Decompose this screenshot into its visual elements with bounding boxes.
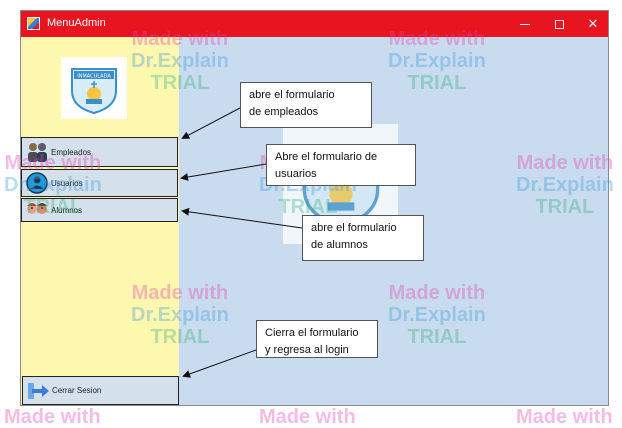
watermark: Made with xyxy=(4,406,101,428)
school-crest-icon: INMACULADA xyxy=(71,68,117,115)
logo-text: INMACULADA xyxy=(77,74,111,80)
maximize-button[interactable] xyxy=(542,11,576,37)
empleados-button[interactable]: Empleados xyxy=(21,137,178,167)
window-title: MenuAdmin xyxy=(47,17,106,29)
close-button[interactable]: ✕ xyxy=(576,11,608,37)
logout-arrow-icon xyxy=(26,380,50,402)
cerrar-sesion-label: Cerrar Sesion xyxy=(52,386,102,395)
minimize-button[interactable] xyxy=(508,11,542,37)
minimize-icon xyxy=(520,23,530,25)
empleados-label: Empleados xyxy=(51,147,92,157)
employees-icon xyxy=(25,141,49,163)
usuarios-button[interactable]: Usuarios xyxy=(21,169,178,197)
close-icon: ✕ xyxy=(587,16,599,31)
title-bar[interactable]: MenuAdmin ✕ xyxy=(21,11,608,37)
user-icon xyxy=(25,172,49,194)
alumnos-label: Alumnos xyxy=(51,205,83,215)
cerrar-sesion-button[interactable]: Cerrar Sesion xyxy=(22,376,179,405)
app-icon xyxy=(27,17,40,30)
sidebar: INMACULADA Empleados xyxy=(21,37,179,405)
watermark: Made with xyxy=(516,406,613,428)
students-icon xyxy=(25,199,49,221)
maximize-icon xyxy=(554,19,564,29)
usuarios-label: Usuarios xyxy=(51,178,83,188)
watermark: Made with xyxy=(259,406,356,428)
alumnos-button[interactable]: Alumnos xyxy=(21,198,178,222)
school-logo: INMACULADA xyxy=(61,57,127,119)
